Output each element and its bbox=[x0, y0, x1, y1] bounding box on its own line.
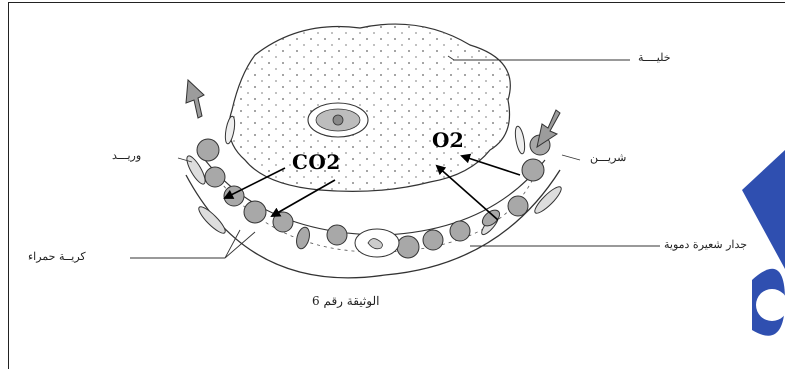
watermark-shape bbox=[742, 150, 785, 336]
label-capillary-wall: جدار شعيرة دموية bbox=[664, 238, 747, 251]
label-cell: خليــــة bbox=[638, 51, 671, 64]
document-caption: الوثيقة رقم 6 bbox=[312, 294, 379, 308]
o2-label: O2 bbox=[432, 128, 464, 152]
label-red-blood-cell: كريــة حمراء bbox=[28, 250, 86, 263]
co2-label: CO2 bbox=[292, 150, 341, 174]
label-artery: شريـــن bbox=[590, 151, 626, 164]
venous-flow-arrow-icon bbox=[186, 80, 204, 118]
label-vein: وريـــد bbox=[112, 149, 141, 162]
